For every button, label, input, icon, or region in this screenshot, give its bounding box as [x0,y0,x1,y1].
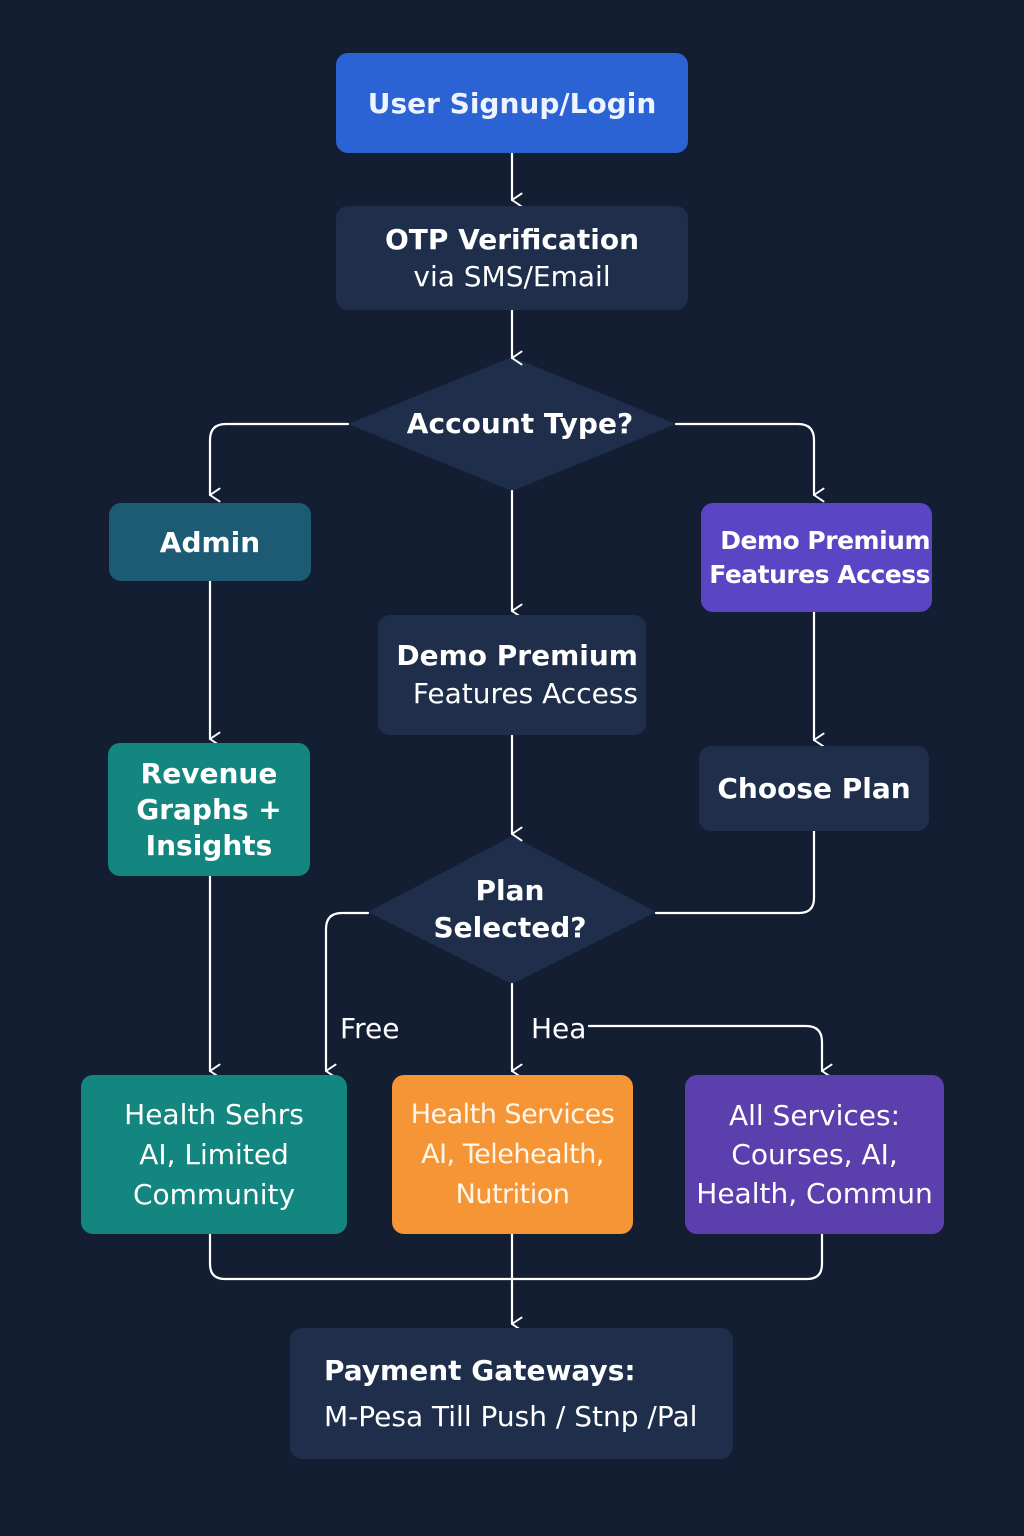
node-demo-premium-right: Demo Premium Features Access [701,503,932,612]
all-services-line-3: Health, Commun [696,1177,933,1210]
node-demo-premium-center: Demo Premium Features Access [378,615,646,735]
edge-account-type-to-admin [208,422,350,503]
node-payment-gateways: Payment Gateways: M-Pesa Till Push / Stn… [290,1328,733,1459]
decision-account-type-label: Account Type? [406,407,634,440]
edge-plan-selected-free [324,911,370,1079]
plan-selected-line-1: Plan [475,874,545,907]
health-services-line-3: Nutrition [455,1178,570,1210]
node-all-services: All Services: Courses, AI, Health, Commu… [685,1075,944,1234]
plan-selected-diamond [368,836,656,984]
otp-subtitle: via SMS/Email [413,260,611,293]
health-basic-line-3: Community [132,1177,296,1211]
demo-right-subtitle: Features Access [709,559,930,589]
health-services-line-1: Health Services [410,1098,615,1130]
node-revenue-graphs-insights: Revenue Graphs + Insights [108,743,310,876]
node-otp-verification: OTP Verification via SMS/Email [336,206,688,310]
account-type-diamond [348,357,676,491]
node-admin: Admin [109,503,311,581]
health-basic-line-2: AI, Limited [139,1137,289,1171]
decision-plan-selected-label: Plan Selected? [370,872,650,946]
edge-choose-plan-to-plan-selected [654,829,816,915]
payment-methods: M-Pesa Till Push / Stnp /Pal [324,1399,698,1433]
edge-account-type-to-demo-right [674,422,825,503]
revenue-line-1: Revenue [140,756,278,790]
edge-label-free: Free [340,1012,400,1045]
node-health-basic: Health Sehrs AI, Limited Community [81,1075,347,1234]
otp-title: OTP Verification [384,223,640,256]
choose-plan-label: Choose Plan [717,772,911,805]
edge-hea-to-all-services [587,1024,833,1079]
health-services-line-2: AI, Telehealth, [421,1138,604,1170]
demo-right-title: Demo Premium [720,525,930,555]
node-health-services: Health Services AI, Telehealth, Nutritio… [392,1075,633,1234]
health-basic-line-1: Health Sehrs [124,1097,304,1131]
node-choose-plan: Choose Plan [699,746,929,831]
all-services-line-1: All Services: [728,1099,901,1132]
payment-title: Payment Gateways: [324,1353,636,1387]
node-user-signup-login: User Signup/Login [336,53,688,153]
demo-center-title: Demo Premium [396,639,638,672]
revenue-line-3: Insights [145,828,273,862]
plan-selected-line-2: Selected? [433,911,587,944]
revenue-line-2: Graphs + [136,792,282,826]
edge-merge-to-payment [208,1232,824,1281]
demo-center-subtitle: Features Access [412,677,638,710]
admin-label: Admin [159,525,261,559]
all-services-line-2: Courses, AI, [731,1138,898,1171]
edge-label-hea: Hea [531,1012,587,1045]
signup-label: User Signup/Login [367,86,657,120]
